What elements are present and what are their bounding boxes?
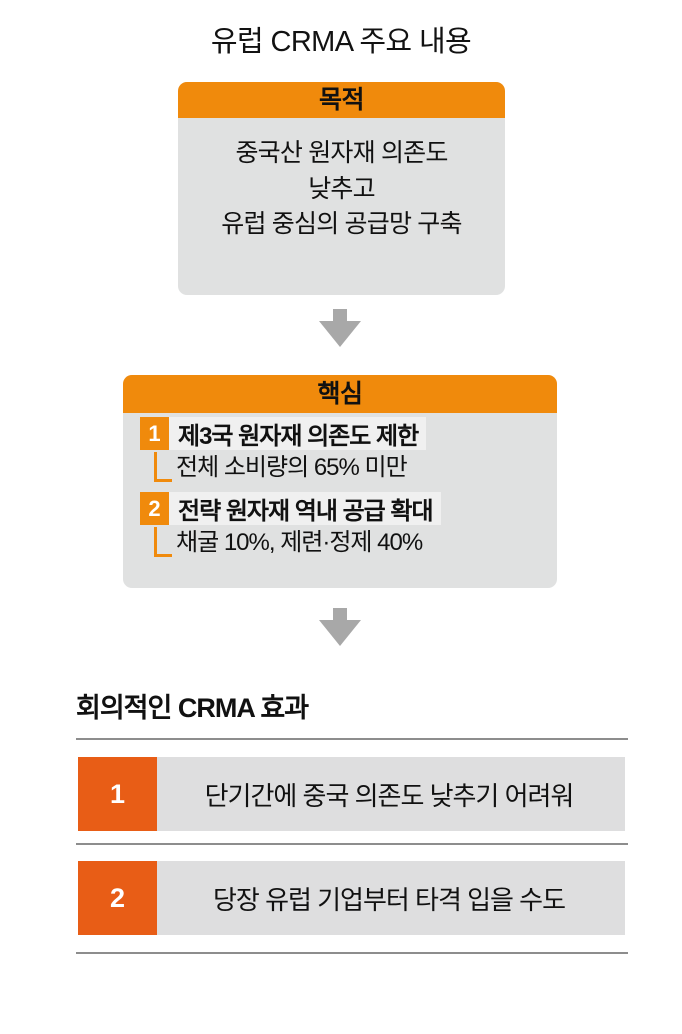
elbow-connector-icon <box>154 527 176 557</box>
arrow-stem <box>333 309 347 323</box>
core-body: 1 제3국 원자재 의존도 제한 전체 소비량의 65% 미만 2 전략 원자재… <box>123 413 557 588</box>
core-item-label: 전략 원자재 역내 공급 확대 <box>169 492 441 525</box>
core-item: 1 제3국 원자재 의존도 제한 <box>140 417 427 450</box>
purpose-panel-header: 목적 <box>178 82 505 118</box>
core-panel-header: 핵심 <box>123 375 557 413</box>
page-title: 유럽 CRMA 주요 내용 <box>210 26 472 58</box>
effect-row-number: 1 <box>78 757 157 831</box>
purpose-body: 중국산 원자재 의존도 낮추고 유럽 중심의 공급망 구축 <box>178 118 505 243</box>
effect-row: 1 단기간에 중국 의존도 낮추기 어려워 <box>78 757 625 831</box>
core-item-subline: 채굴 10%, 제련·정제 40% <box>154 525 423 557</box>
effect-row-number: 2 <box>78 861 157 935</box>
divider-middle <box>76 843 628 845</box>
down-arrow-icon <box>319 309 361 347</box>
divider-top <box>76 738 628 740</box>
core-item-sub-label: 전체 소비량의 65% 미만 <box>176 454 408 481</box>
effect-row-label: 당장 유럽 기업부터 타격 입을 수도 <box>213 884 566 915</box>
arrow-head <box>319 321 361 347</box>
down-arrow-icon <box>319 608 361 646</box>
effect-row: 2 당장 유럽 기업부터 타격 입을 수도 <box>78 861 625 935</box>
core-panel: 핵심 1 제3국 원자재 의존도 제한 전체 소비량의 65% 미만 2 전략 … <box>123 375 557 588</box>
core-item-badge: 1 <box>140 417 169 450</box>
core-item: 2 전략 원자재 역내 공급 확대 <box>140 492 441 525</box>
core-item-subline: 전체 소비량의 65% 미만 <box>154 450 408 482</box>
core-item-badge: 2 <box>140 492 169 525</box>
effects-heading: 회의적인 CRMA 효과 <box>76 693 309 723</box>
arrow-head <box>319 620 361 646</box>
divider-bottom <box>76 952 628 954</box>
purpose-panel: 목적 중국산 원자재 의존도 낮추고 유럽 중심의 공급망 구축 <box>178 82 505 295</box>
purpose-line: 낮추고 <box>308 174 375 203</box>
purpose-line: 유럽 중심의 공급망 구축 <box>221 210 462 238</box>
purpose-line: 중국산 원자재 의존도 <box>235 139 448 167</box>
effect-row-label: 단기간에 중국 의존도 낮추기 어려워 <box>204 780 575 811</box>
core-item-label: 제3국 원자재 의존도 제한 <box>169 417 427 450</box>
arrow-stem <box>333 608 347 622</box>
core-item-sub-label: 채굴 10%, 제련·정제 40% <box>176 529 423 556</box>
elbow-connector-icon <box>154 452 176 482</box>
